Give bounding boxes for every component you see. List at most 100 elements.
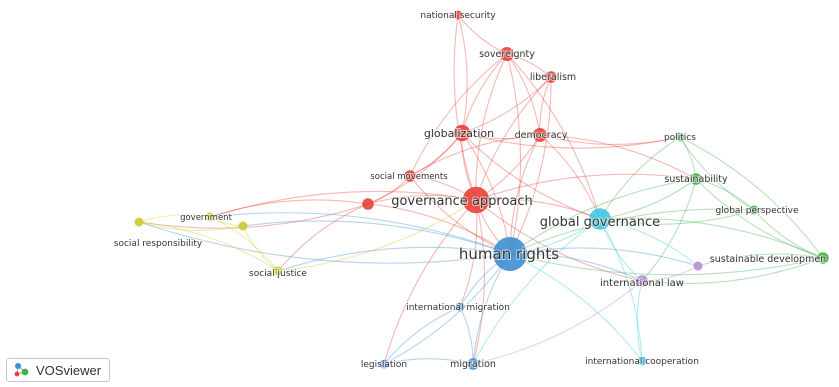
link-social-justice-yellow-small [242, 225, 279, 272]
node-globalization[interactable] [453, 124, 471, 142]
link-red-small-government [209, 199, 369, 218]
node-democracy[interactable] [533, 128, 547, 142]
label-international-law[interactable]: international law [599, 277, 685, 290]
node-international-cooperation[interactable] [637, 356, 647, 366]
node-social-justice[interactable] [273, 266, 283, 276]
link-sustainability-global-perspective [695, 178, 755, 211]
node-legislation[interactable] [379, 359, 389, 369]
link-democracy-global-governance [539, 134, 601, 220]
link-national-security-globalization [457, 14, 468, 134]
label-social-responsibility[interactable]: social responsibility [113, 238, 204, 250]
node-red-small[interactable] [362, 198, 374, 210]
link-liberalism-globalization [461, 76, 552, 134]
link-governance-approach-sustainability [475, 173, 697, 201]
vosviewer-logo-text: VOSviewer [36, 362, 102, 378]
vosviewer-logo[interactable]: VOSviewer [6, 358, 111, 382]
node-politics[interactable] [675, 132, 685, 142]
link-governance-approach-international-law [475, 199, 643, 282]
link-human-rights-purple-small [509, 247, 699, 267]
link-international-cooperation-international-law [636, 280, 643, 362]
label-global-perspective[interactable]: global perspective [714, 205, 800, 217]
label-social-movements[interactable]: social movements [369, 171, 449, 183]
node-global-governance[interactable] [589, 208, 611, 230]
link-sustainability-global-governance [599, 178, 697, 220]
node-social-responsibility[interactable] [134, 217, 144, 227]
link-governance-approach-legislation [383, 199, 477, 365]
label-government[interactable]: government [179, 212, 233, 224]
label-national-security[interactable]: national security [419, 10, 497, 22]
node-sustainability[interactable] [690, 173, 702, 185]
link-global-governance-migration [472, 218, 601, 365]
link-democracy-politics [539, 134, 681, 145]
label-global-governance[interactable]: global governance [539, 214, 661, 231]
label-international-cooperation[interactable]: international cooperation [584, 356, 700, 368]
node-global-perspective[interactable] [749, 205, 759, 215]
label-sustainability[interactable]: sustainability [663, 173, 729, 186]
label-social-justice[interactable]: social justice [248, 268, 308, 280]
link-human-rights-government [209, 212, 511, 255]
link-human-rights-social-justice [277, 246, 511, 272]
node-sovereignty[interactable] [500, 47, 514, 61]
label-legislation[interactable]: legislation [360, 359, 408, 371]
label-liberalism[interactable]: liberalism [529, 71, 577, 84]
label-international-migration[interactable]: international migration [405, 302, 511, 314]
label-politics[interactable]: politics [663, 132, 697, 144]
link-sustainable-development-international-law [641, 257, 824, 284]
label-globalization[interactable]: globalization [423, 126, 495, 141]
link-social-justice-governance-approach [277, 199, 477, 272]
link-red-small-social-responsibility [138, 203, 369, 229]
label-governance-approach[interactable]: governance approach [390, 193, 534, 210]
link-social-responsibility-social-justice [138, 221, 279, 272]
node-purple-small[interactable] [693, 261, 703, 271]
link-human-rights-yellow-small [242, 220, 511, 255]
link-global-perspective-sustainable-development [753, 209, 824, 259]
link-sovereignty-global-governance [506, 53, 601, 220]
link-governance-approach-global-governance [475, 198, 601, 220]
link-government-social-responsibility [138, 214, 211, 223]
link-international-cooperation-human-rights [509, 253, 643, 362]
link-sovereignty-globalization [461, 53, 508, 134]
link-politics-global-perspective [679, 136, 755, 211]
label-human-rights[interactable]: human rights [458, 244, 560, 264]
node-sustainable-development[interactable] [817, 252, 829, 264]
link-democracy-social-movements [409, 134, 541, 177]
link-sustainability-international-law [641, 178, 697, 282]
link-international-law-migration [472, 280, 643, 365]
vosviewer-logo-icon [14, 363, 29, 377]
link-sustainable-development-human-rights [509, 253, 824, 276]
link-politics-global-governance [599, 136, 681, 220]
link-red-small-human-rights [367, 203, 511, 255]
link-global-perspective-global-governance [599, 209, 755, 225]
labels-layer: national security sovereignty liberalism gl… [113, 10, 827, 371]
node-international-law[interactable] [636, 275, 648, 287]
link-social-responsibility-yellow-small [138, 221, 244, 231]
nodes-layer [134, 10, 829, 370]
link-sustainability-human-rights [509, 178, 697, 255]
link-globalization-global-governance [461, 132, 601, 220]
link-human-rights-legislation [383, 253, 511, 365]
link-politics-sustainable-development [679, 136, 824, 259]
node-human-rights[interactable] [493, 237, 527, 271]
node-migration[interactable] [467, 358, 479, 370]
link-governance-approach-migration [472, 199, 485, 365]
label-migration[interactable]: migration [449, 358, 497, 371]
link-globalization-politics [461, 132, 681, 149]
link-sovereignty-democracy [506, 53, 541, 136]
label-democracy[interactable]: democracy [514, 129, 569, 142]
node-international-migration[interactable] [455, 302, 465, 312]
link-liberalism-human-rights [509, 76, 552, 255]
label-sustainable-development[interactable]: sustainable developmen [709, 253, 827, 266]
link-sustainable-development-global-governance [599, 217, 824, 259]
label-sovereignty[interactable]: sovereignty [478, 48, 536, 61]
link-globalization-red-small [367, 132, 463, 205]
node-governance-approach[interactable] [462, 186, 490, 214]
node-social-movements[interactable] [404, 170, 416, 182]
node-yellow-small[interactable] [238, 221, 248, 231]
node-liberalism[interactable] [545, 71, 557, 83]
link-global-governance-international-cooperation [599, 218, 643, 362]
node-national-security[interactable] [453, 10, 463, 20]
link-politics-sustainability [679, 136, 697, 180]
node-government[interactable] [205, 212, 215, 222]
link-legislation-migration [383, 358, 474, 365]
